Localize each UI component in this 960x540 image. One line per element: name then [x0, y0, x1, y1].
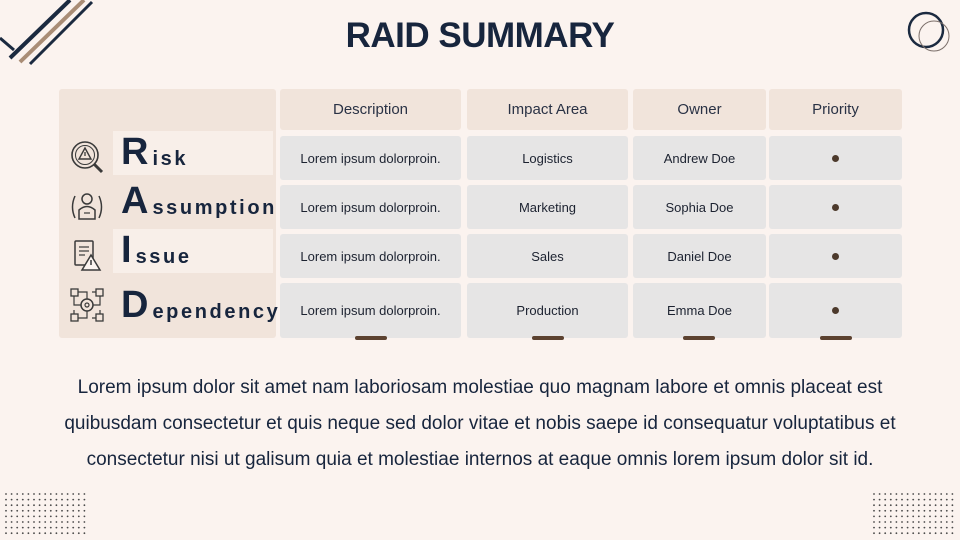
cell-description: Lorem ipsum dolorproin.: [280, 283, 461, 338]
priority-dot: [832, 203, 839, 211]
cell-priority: [769, 136, 902, 180]
priority-dot: [832, 307, 839, 314]
cell-impact-area: Production: [467, 283, 628, 338]
raid-initial: A: [121, 180, 149, 222]
column-tab-marker: [355, 336, 387, 340]
diagonal-lines-decoration: [0, 0, 94, 66]
cell-impact-area: Marketing: [467, 185, 628, 229]
column-tab-marker: [683, 336, 715, 340]
cell-description: Lorem ipsum dolorproin.: [280, 185, 461, 229]
column-tab-marker: [820, 336, 852, 340]
dot-grid-decoration-right: [873, 493, 954, 535]
cell-description: Lorem ipsum dolorproin.: [280, 234, 461, 278]
raid-initial: I: [121, 229, 132, 271]
header-priority: Priority: [769, 89, 902, 130]
circles-decoration: [907, 11, 950, 52]
cell-priority: [769, 283, 902, 338]
cell-owner: Sophia Doe: [633, 185, 766, 229]
column-tab-marker: [532, 336, 564, 340]
cell-priority: [769, 185, 902, 229]
assumption-thinking-person-icon: [71, 193, 103, 220]
cell-impact-area: Logistics: [467, 136, 628, 180]
raid-word-rest: ssue: [135, 246, 192, 268]
raid-word-rest: ependency: [152, 301, 281, 323]
cell-description: Lorem ipsum dolorproin.: [280, 136, 461, 180]
raid-word-rest: ssumption: [152, 197, 277, 219]
issue-document-warning-icon: [74, 240, 102, 271]
cell-owner: Daniel Doe: [633, 234, 766, 278]
priority-dot: [832, 154, 839, 162]
header-description: Description: [280, 89, 461, 130]
dependency-gear-network-icon: [70, 288, 104, 322]
header-impact-area: Impact Area: [467, 89, 628, 130]
risk-search-warning-icon: [71, 141, 104, 174]
cell-priority: [769, 234, 902, 278]
priority-dot: [832, 252, 839, 260]
page-title: RAID SUMMARY: [345, 16, 615, 55]
cell-impact-area: Sales: [467, 234, 628, 278]
raid-word-rest: isk: [152, 148, 189, 170]
dot-grid-decoration-left: [5, 493, 86, 535]
header-owner: Owner: [633, 89, 766, 130]
raid-initial: D: [121, 284, 149, 326]
body-paragraph: Lorem ipsum dolor sit amet nam laboriosa…: [64, 377, 896, 470]
cell-owner: Andrew Doe: [633, 136, 766, 180]
raid-initial: R: [121, 131, 149, 173]
cell-owner: Emma Doe: [633, 283, 766, 338]
